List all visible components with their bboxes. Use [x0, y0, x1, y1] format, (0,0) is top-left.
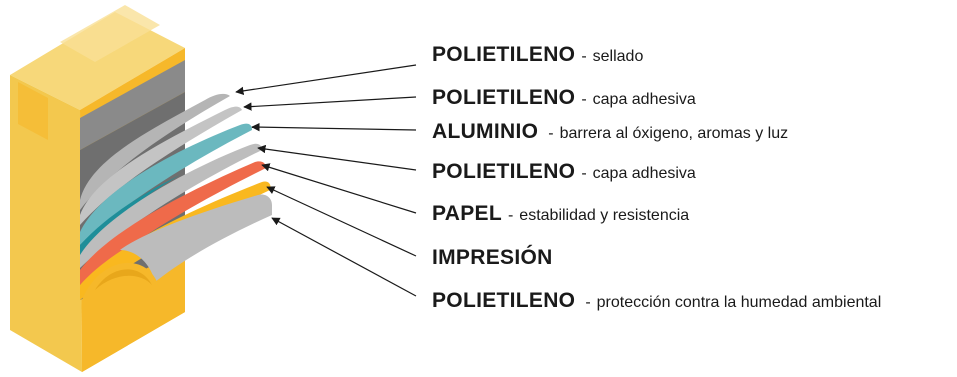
- layer-name: POLIETILENO: [432, 43, 576, 66]
- arrows: [235, 64, 417, 297]
- layer-peel-5: [80, 161, 266, 285]
- carton-top: [10, 12, 185, 110]
- layer-separator: -: [581, 91, 587, 108]
- layer-description: sellado: [592, 48, 644, 65]
- layer-name: IMPRESIÓN: [432, 246, 553, 269]
- label-polietileno-adhesiva-2: POLIETILENO - capa adhesiva: [432, 161, 696, 182]
- arrow-1: [235, 64, 417, 96]
- carton-side: [10, 75, 82, 372]
- layer-separator: -: [507, 207, 514, 224]
- label-aluminio: ALUMINIO - barrera al óxigeno, aromas y …: [432, 121, 788, 142]
- layer-name: ALUMINIO: [432, 120, 539, 143]
- arrow-2: [243, 96, 417, 111]
- layer-peel-2: [80, 106, 242, 225]
- arrow-7: [271, 217, 417, 297]
- layer-description: estabilidad y resistencia: [519, 207, 690, 224]
- label-polietileno-adhesiva-1: POLIETILENO - capa adhesiva: [432, 87, 696, 108]
- layer-separator: -: [548, 125, 554, 142]
- arrow-6: [266, 186, 417, 257]
- layer-description: capa adhesiva: [592, 91, 696, 108]
- layer-separator: -: [581, 48, 587, 65]
- carton-top-seam: [60, 5, 160, 62]
- layer-name: PAPEL: [432, 202, 502, 225]
- layer-peel-4: [80, 143, 262, 268]
- layer-separator: -: [585, 294, 591, 311]
- layer-description: protección contra la humedad ambiental: [596, 294, 882, 311]
- label-papel: PAPEL - estabilidad y resistencia: [432, 203, 689, 224]
- layer-name: POLIETILENO: [432, 86, 576, 109]
- layer-description: capa adhesiva: [592, 165, 696, 182]
- layer-name: POLIETILENO: [432, 289, 576, 312]
- carton-side-fold: [18, 82, 48, 140]
- arrow-3: [251, 122, 417, 132]
- label-polietileno-sellado: POLIETILENO - sellado: [432, 44, 643, 65]
- label-polietileno-humedad: POLIETILENO - protección contra la humed…: [432, 290, 881, 311]
- carton-cutaway: [80, 60, 185, 150]
- label-impresion: IMPRESIÓN: [432, 247, 553, 268]
- layer-separator: -: [581, 165, 587, 182]
- arrow-5: [261, 163, 417, 214]
- layer-peel-7: [120, 194, 272, 282]
- arrow-4: [257, 144, 417, 171]
- layer-name: POLIETILENO: [432, 160, 576, 183]
- layer-peel-3: [80, 123, 252, 245]
- layer-curl-shadow: [95, 269, 152, 290]
- layer-peels: [80, 93, 272, 372]
- layer-description: barrera al óxigeno, aromas y luz: [559, 125, 789, 142]
- layer-curl-bottom: [82, 262, 185, 372]
